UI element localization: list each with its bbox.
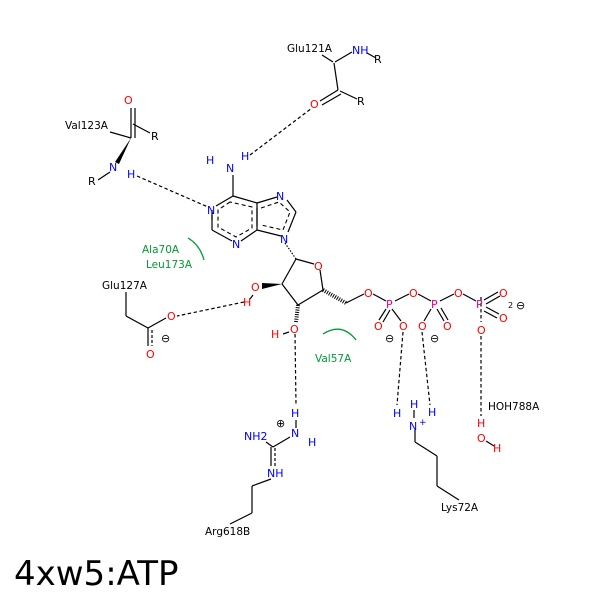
atom-o: O (499, 312, 508, 325)
atom-o: O (418, 320, 427, 333)
atom-h: H (206, 154, 214, 167)
hydrophobic-contact-arc (322, 328, 357, 341)
hbond-o2-glu127 (176, 301, 245, 317)
atom-o: O (477, 324, 486, 337)
bonds (97, 51, 501, 525)
negative-charge: ⊖ (161, 332, 170, 345)
atom-h: H (271, 328, 279, 341)
atom-p: P (386, 298, 393, 311)
atom-n: N (409, 420, 417, 433)
residue-label-hoh788: HOH788A (488, 401, 540, 413)
atom-o: O (409, 287, 418, 300)
atom-n: N (280, 233, 288, 246)
hbond-o3-arg618 (294, 333, 297, 406)
residue-label-arg618: Arg618B (205, 526, 250, 538)
atom-o: O (310, 98, 319, 111)
residue-label-glu127: Glu127A (102, 280, 148, 292)
positive-charge: + (419, 418, 427, 428)
atom-labels: NH R O R O R N H R H N H N N N N O O H O… (88, 44, 525, 480)
atom-n: N (276, 190, 284, 203)
negative-charge: ⊖ (516, 299, 525, 312)
atom-h: H (243, 296, 251, 309)
atom-r: R (374, 53, 382, 66)
atom-o: O (443, 320, 452, 333)
hydrophobic-contact-arc (187, 237, 205, 261)
atom-h: H (241, 150, 249, 163)
atom-h: H (428, 406, 436, 419)
hydrogen-bonds (136, 107, 482, 416)
atom-o: O (499, 287, 508, 300)
atom-h: H (477, 417, 485, 430)
residue-labels: Glu121A Val123A Glu127A Arg618B Lys72A H… (65, 43, 540, 538)
atom-n: N (291, 427, 299, 440)
atom-o: O (167, 310, 176, 323)
positive-charge: ⊕ (276, 417, 285, 430)
atom-n: N (207, 204, 215, 217)
atom-h: H (291, 407, 299, 420)
atom-h: H (410, 398, 418, 411)
atom-h: H (127, 168, 135, 181)
atom-r: R (88, 175, 96, 188)
atom-h: H (393, 407, 401, 420)
hbond-nh2-glu121 (249, 107, 313, 156)
atom-o: O (364, 287, 373, 300)
charge-count: 2 (508, 301, 513, 310)
atom-o: O (314, 260, 323, 273)
negative-charge: ⊖ (430, 332, 439, 345)
negative-charge: ⊖ (385, 332, 394, 345)
atom-nh: NH (352, 44, 369, 57)
hbond-pa-lys72 (396, 331, 404, 406)
atom-o: O (454, 287, 463, 300)
hydrophobic-label-ala70: Ala70A (142, 244, 180, 256)
residue-label-glu121: Glu121A (287, 43, 333, 55)
atom-h: H (308, 436, 316, 449)
atom-n: N (232, 238, 240, 251)
diagram-title: 4xw5:ATP (14, 554, 179, 594)
hydrophobic-label-val57: Val57A (315, 353, 352, 365)
atom-n: N (109, 161, 117, 174)
atom-o: O (124, 94, 133, 107)
atom-o: O (399, 320, 408, 333)
atom-r: R (151, 130, 159, 143)
atom-p: P (476, 298, 483, 311)
atom-h: H (493, 442, 501, 455)
atom-nh2: NH2 (244, 430, 268, 443)
atom-o: O (477, 432, 486, 445)
atom-p: P (431, 298, 438, 311)
atom-o: O (290, 323, 299, 336)
atom-o: O (251, 281, 260, 294)
atom-nh: NH (267, 467, 284, 480)
hydrophobic-label-leu173: Leu173A (146, 259, 193, 271)
residue-label-lys72: Lys72A (441, 502, 479, 514)
residue-label-val123: Val123A (65, 120, 109, 132)
hbond-pb-lys72 (421, 331, 431, 406)
atom-r: R (357, 95, 365, 108)
atom-o: O (146, 348, 155, 361)
hbond-val123-n1 (136, 175, 209, 208)
atom-o: O (374, 320, 383, 333)
atom-n: N (226, 162, 234, 175)
